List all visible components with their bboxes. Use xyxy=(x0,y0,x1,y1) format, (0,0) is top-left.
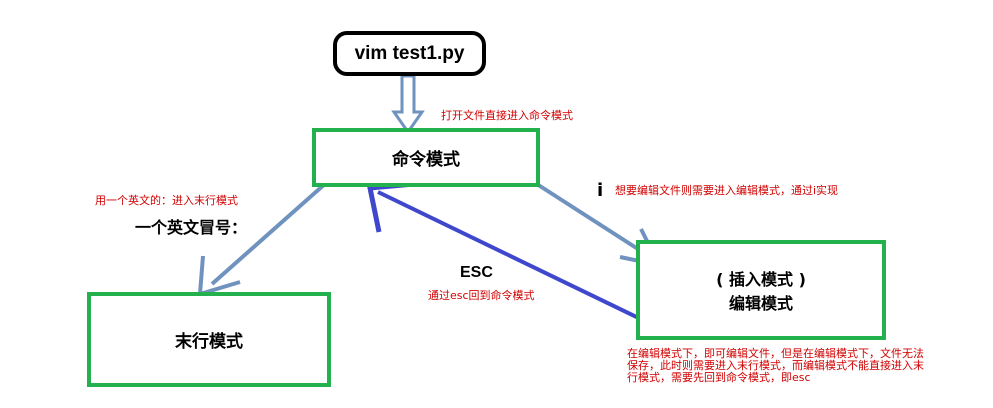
insert-mode-box: ( 插入模式 ) 编辑模式 xyxy=(636,240,886,340)
colon-key-label: 一个英文冒号： xyxy=(135,218,248,237)
insert-note: 想要编辑文件则需要进入编辑模式，通过i实现 xyxy=(615,184,839,197)
command-mode-label: 命令模式 xyxy=(392,150,460,170)
vim-command-text: vim test1.py xyxy=(354,42,465,64)
open-file-arrow xyxy=(391,74,425,135)
edit-mode-label: 编辑模式 xyxy=(728,294,793,313)
lastline-mode-box: 末行模式 xyxy=(87,292,331,387)
insert-mode-label: ( 插入模式 ) xyxy=(716,270,806,289)
vim-command-box: vim test1.py xyxy=(333,31,486,76)
i-key-label: i xyxy=(597,180,604,201)
edit-note-line-1: 在编辑模式下，即可编辑文件，但是在编辑模式下，文件无法 xyxy=(627,347,924,360)
esc-note: 通过esc回到命令模式 xyxy=(428,289,535,302)
lastline-mode-label: 末行模式 xyxy=(175,332,243,352)
esc-arrow xyxy=(366,181,652,326)
edit-note-line-3: 行模式，需要先回到命令模式，即esc xyxy=(627,371,811,384)
open-file-note: 打开文件直接进入命令模式 xyxy=(441,109,573,122)
esc-key-label: ESC xyxy=(460,264,493,281)
command-mode-box: 命令模式 xyxy=(312,128,540,187)
edit-mode-note: 在编辑模式下，即可编辑文件，但是在编辑模式下，文件无法 保存，此时则需要进入末行… xyxy=(627,348,924,384)
edit-note-line-2: 保存，此时则需要进入末行模式，而编辑模式不能直接进入末 xyxy=(627,359,924,372)
colon-note: 用一个英文的：进入末行模式 xyxy=(95,194,238,207)
